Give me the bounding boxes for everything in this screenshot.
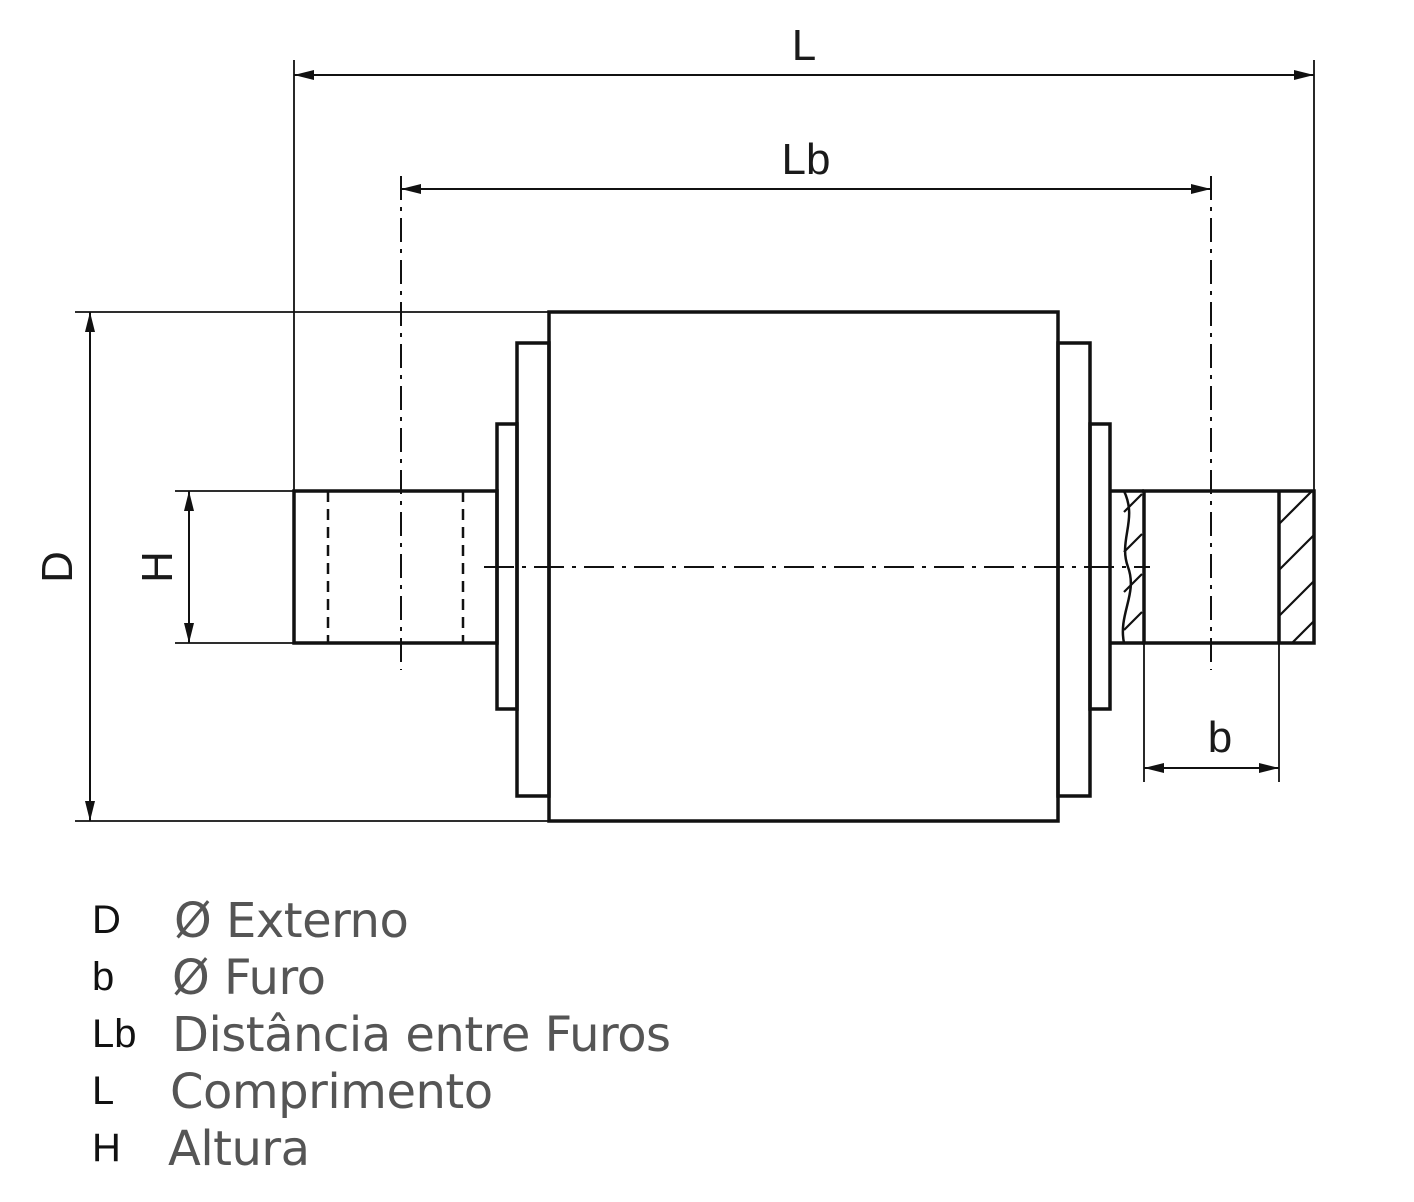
center-lines bbox=[400, 176, 1212, 670]
break-line bbox=[1121, 490, 1133, 644]
legend-row-height: H Altura bbox=[92, 1120, 671, 1177]
legend-symbol: Lb bbox=[92, 1012, 137, 1056]
legend-symbol: b bbox=[92, 955, 115, 999]
legend-row-length: L Comprimento bbox=[92, 1063, 671, 1120]
dimension-lines bbox=[85, 70, 1314, 821]
section-hatching bbox=[1123, 490, 1315, 644]
legend-row-outer-diameter: D Ø Externo bbox=[92, 892, 671, 949]
legend-symbol: L bbox=[92, 1069, 115, 1113]
legend-description: Distância entre Furos bbox=[172, 1006, 671, 1063]
legend-symbol: H bbox=[92, 1126, 121, 1170]
legend-symbol: D bbox=[92, 898, 121, 942]
legend: D Ø Externo b Ø Furo Lb Distância entre … bbox=[92, 892, 671, 1177]
legend-description: Comprimento bbox=[170, 1063, 493, 1120]
legend-description: Ø Externo bbox=[174, 892, 409, 949]
legend-description: Altura bbox=[168, 1120, 310, 1177]
label-D: D bbox=[33, 551, 82, 583]
technical-drawing: L Lb D H b bbox=[33, 21, 1316, 823]
extension-lines bbox=[75, 60, 1315, 822]
label-Lb: Lb bbox=[782, 135, 831, 184]
label-L: L bbox=[792, 21, 816, 70]
label-H: H bbox=[133, 551, 182, 583]
left-flange bbox=[515, 341, 551, 798]
legend-row-hole-distance: Lb Distância entre Furos bbox=[92, 1006, 671, 1063]
legend-row-hole-diameter: b Ø Furo bbox=[92, 949, 671, 1006]
label-b: b bbox=[1208, 713, 1232, 762]
legend-description: Ø Furo bbox=[172, 949, 326, 1006]
left-shaft bbox=[292, 489, 499, 645]
hidden-lines bbox=[326, 491, 465, 643]
right-flange bbox=[1056, 341, 1092, 798]
